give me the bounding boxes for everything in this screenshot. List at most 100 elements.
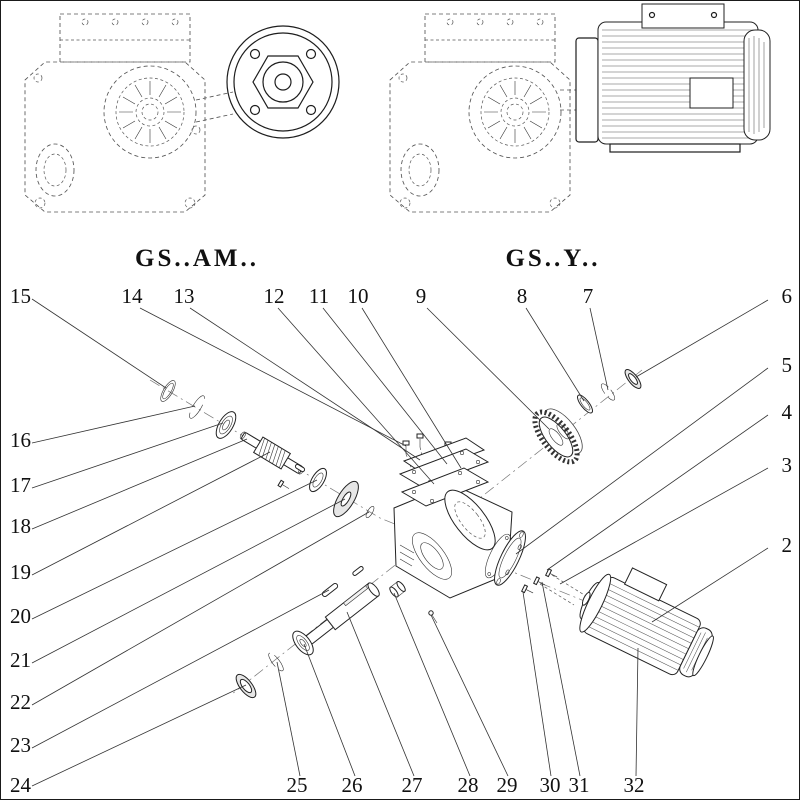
gearbox-outline <box>24 13 234 213</box>
callout-3: 3 <box>782 453 793 477</box>
leader-14 <box>139 307 407 447</box>
callout-13: 13 <box>174 284 195 308</box>
callout-24: 24 <box>10 773 32 797</box>
drain-screw <box>428 610 438 624</box>
leader-21 <box>31 498 346 664</box>
spacer-ring <box>577 394 593 414</box>
gearbox-outline-2 <box>389 13 576 213</box>
callout-10: 10 <box>348 284 369 308</box>
callout-numbers: 15 14 13 12 11 10 9 8 7 6 5 4 3 2 16 17 … <box>10 284 793 797</box>
leader-lines <box>31 298 769 787</box>
gear-housing <box>393 467 513 599</box>
washer-disc <box>333 480 359 518</box>
callout-28: 28 <box>458 773 479 797</box>
callout-8: 8 <box>517 284 528 308</box>
leader-3 <box>559 467 769 585</box>
callout-9: 9 <box>416 284 427 308</box>
leader-11 <box>322 307 448 465</box>
leader-17 <box>31 422 224 489</box>
leader-6 <box>635 299 769 378</box>
callout-30: 30 <box>540 773 561 797</box>
oil-seal <box>235 673 257 699</box>
output-shaft <box>302 582 380 647</box>
callout-14: 14 <box>122 284 144 308</box>
motor <box>579 567 714 678</box>
leader-8 <box>525 307 585 402</box>
callout-11: 11 <box>309 284 329 308</box>
leader-13 <box>189 307 421 461</box>
callout-23: 23 <box>10 733 31 757</box>
leader-26 <box>303 643 356 777</box>
o-ring <box>365 505 375 519</box>
callout-2: 2 <box>782 533 793 557</box>
callout-18: 18 <box>10 514 31 538</box>
leader-4 <box>546 414 769 571</box>
leader-27 <box>346 611 415 777</box>
bore-detail <box>103 65 197 159</box>
callout-26: 26 <box>342 773 363 797</box>
leader-20 <box>31 479 318 620</box>
leader-29 <box>430 614 509 777</box>
leader-19 <box>31 451 271 576</box>
input-flange-cover <box>494 530 526 586</box>
circlip-2 <box>600 383 616 401</box>
callout-21: 21 <box>10 648 31 672</box>
key-2 <box>352 566 364 576</box>
key-small <box>294 463 306 473</box>
leader-15 <box>31 298 167 389</box>
leader-2 <box>651 547 769 623</box>
leader-23 <box>31 589 330 749</box>
bearing-input-inner <box>309 467 327 493</box>
callout-29: 29 <box>497 773 518 797</box>
callout-5: 5 <box>782 353 793 377</box>
worm-shaft <box>239 431 305 475</box>
circlip-3 <box>268 652 284 672</box>
callout-31: 31 <box>569 773 590 797</box>
bearing-input-outer <box>215 411 237 439</box>
leader-25 <box>276 661 301 777</box>
exploded-view <box>149 369 714 699</box>
leader-12 <box>277 307 435 485</box>
gs-am-drawing <box>24 13 340 213</box>
leader-9 <box>426 307 550 430</box>
motor-drawing <box>575 3 771 153</box>
parallel-key <box>321 582 339 598</box>
circlip-1 <box>189 395 205 419</box>
leader-16 <box>31 405 196 444</box>
output-flange <box>226 25 340 139</box>
output-gear <box>532 408 583 465</box>
callout-15: 15 <box>10 284 31 308</box>
leader-10 <box>361 307 462 469</box>
callout-16: 16 <box>10 428 31 452</box>
retaining-ring-1 <box>160 380 176 402</box>
callout-27: 27 <box>402 773 423 797</box>
leader-28 <box>393 592 471 777</box>
callout-6: 6 <box>782 284 793 308</box>
model-label-right: GS..Y.. <box>505 245 600 272</box>
leader-5 <box>515 367 769 555</box>
leader-30 <box>522 591 552 777</box>
model-label-left: GS..AM.. <box>135 245 259 272</box>
leader-18 <box>31 438 248 530</box>
callout-25: 25 <box>287 773 308 797</box>
shim-washer <box>624 369 642 389</box>
callout-17: 17 <box>10 473 31 497</box>
leader-7 <box>589 307 609 391</box>
flange-screws <box>520 568 587 606</box>
leader-32 <box>635 647 639 777</box>
callout-22: 22 <box>10 690 31 714</box>
callout-4: 4 <box>782 400 793 424</box>
set-screw <box>277 479 290 489</box>
leader-31 <box>541 581 581 777</box>
bushing <box>389 580 406 598</box>
callout-32: 32 <box>624 773 645 797</box>
callout-20: 20 <box>10 604 31 628</box>
leader-24 <box>31 684 247 787</box>
callout-19: 19 <box>10 560 31 584</box>
callout-12: 12 <box>264 284 285 308</box>
gs-y-drawing <box>389 3 771 213</box>
leader-22 <box>31 511 370 706</box>
callout-7: 7 <box>583 284 594 308</box>
